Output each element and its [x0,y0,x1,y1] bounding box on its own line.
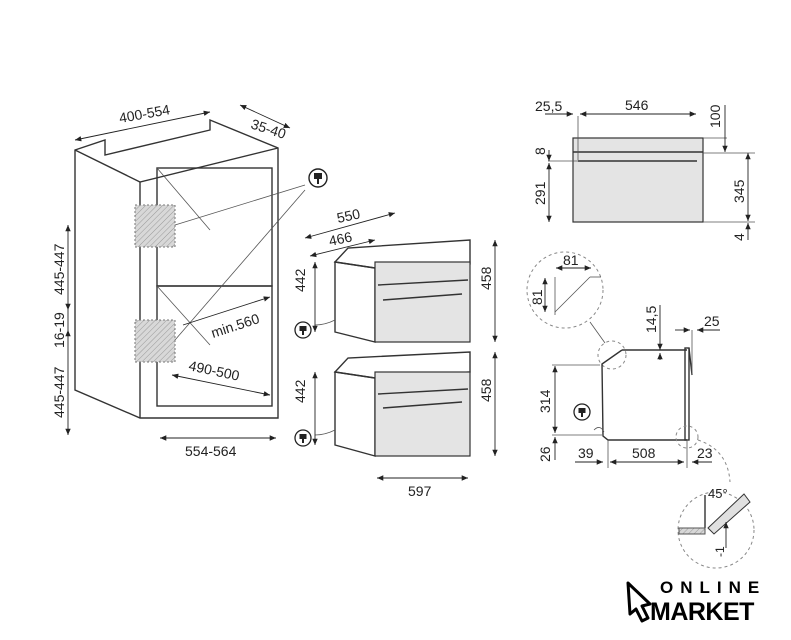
plug-icon [308,168,328,188]
dim-oven-depth-body: 466 [327,228,353,249]
dim-tolerance: -1 [713,546,727,557]
dim-front-bottom: 4 [731,233,747,241]
dim-side-base: 26 [537,446,553,462]
dim-cabinet-depth: 400-554 [118,101,172,126]
dim-chamfer-height: 81 [529,289,545,305]
dim-upper-body-height: 442 [292,268,308,292]
dim-side-rear: 39 [578,445,594,461]
dim-front-left-offset: 25,5 [535,98,562,114]
dim-front-width: 597 [408,483,432,499]
dim-lower-front-height: 458 [478,378,494,402]
logo-line1: ONLINE [660,578,766,597]
dim-side-height: 314 [537,389,553,413]
dim-oven-depth-total: 550 [335,205,361,226]
dim-front-total-height: 345 [731,179,747,203]
dim-lower-height: 445-447 [51,366,67,418]
dim-front-band: 8 [532,147,548,155]
cursor-icon [626,581,652,623]
dim-front-body-height: 291 [532,181,548,205]
side-view-drawing [526,251,755,569]
dim-front-width: 546 [625,97,649,113]
dim-chamfer-width: 81 [563,252,579,268]
front-view-drawing [545,105,755,240]
dim-upper-height: 445-447 [51,243,67,295]
oven-drawings [304,212,498,481]
dim-gap: 16-19 [51,312,67,348]
cabinet-drawing [65,104,306,441]
dim-side-depth: 508 [632,445,656,461]
plug-icon [294,321,312,339]
dim-top-offset: 14,5 [643,306,659,333]
plug-icon [573,403,591,421]
dim-side-front: 23 [697,445,713,461]
dim-lower-body-height: 442 [292,379,308,403]
plug-icon [294,429,312,447]
dim-upper-front-height: 458 [478,266,494,290]
logo-line2: MARKET [650,598,754,626]
online-market-logo: ONLINE MARKET [626,578,766,626]
dim-angle: 45° [708,486,728,501]
dim-cabinet-width: 554-564 [185,443,237,459]
dim-door: 25 [704,313,720,329]
dim-front-top: 100 [707,104,723,128]
dim-inner-depth: min.560 [209,310,262,341]
